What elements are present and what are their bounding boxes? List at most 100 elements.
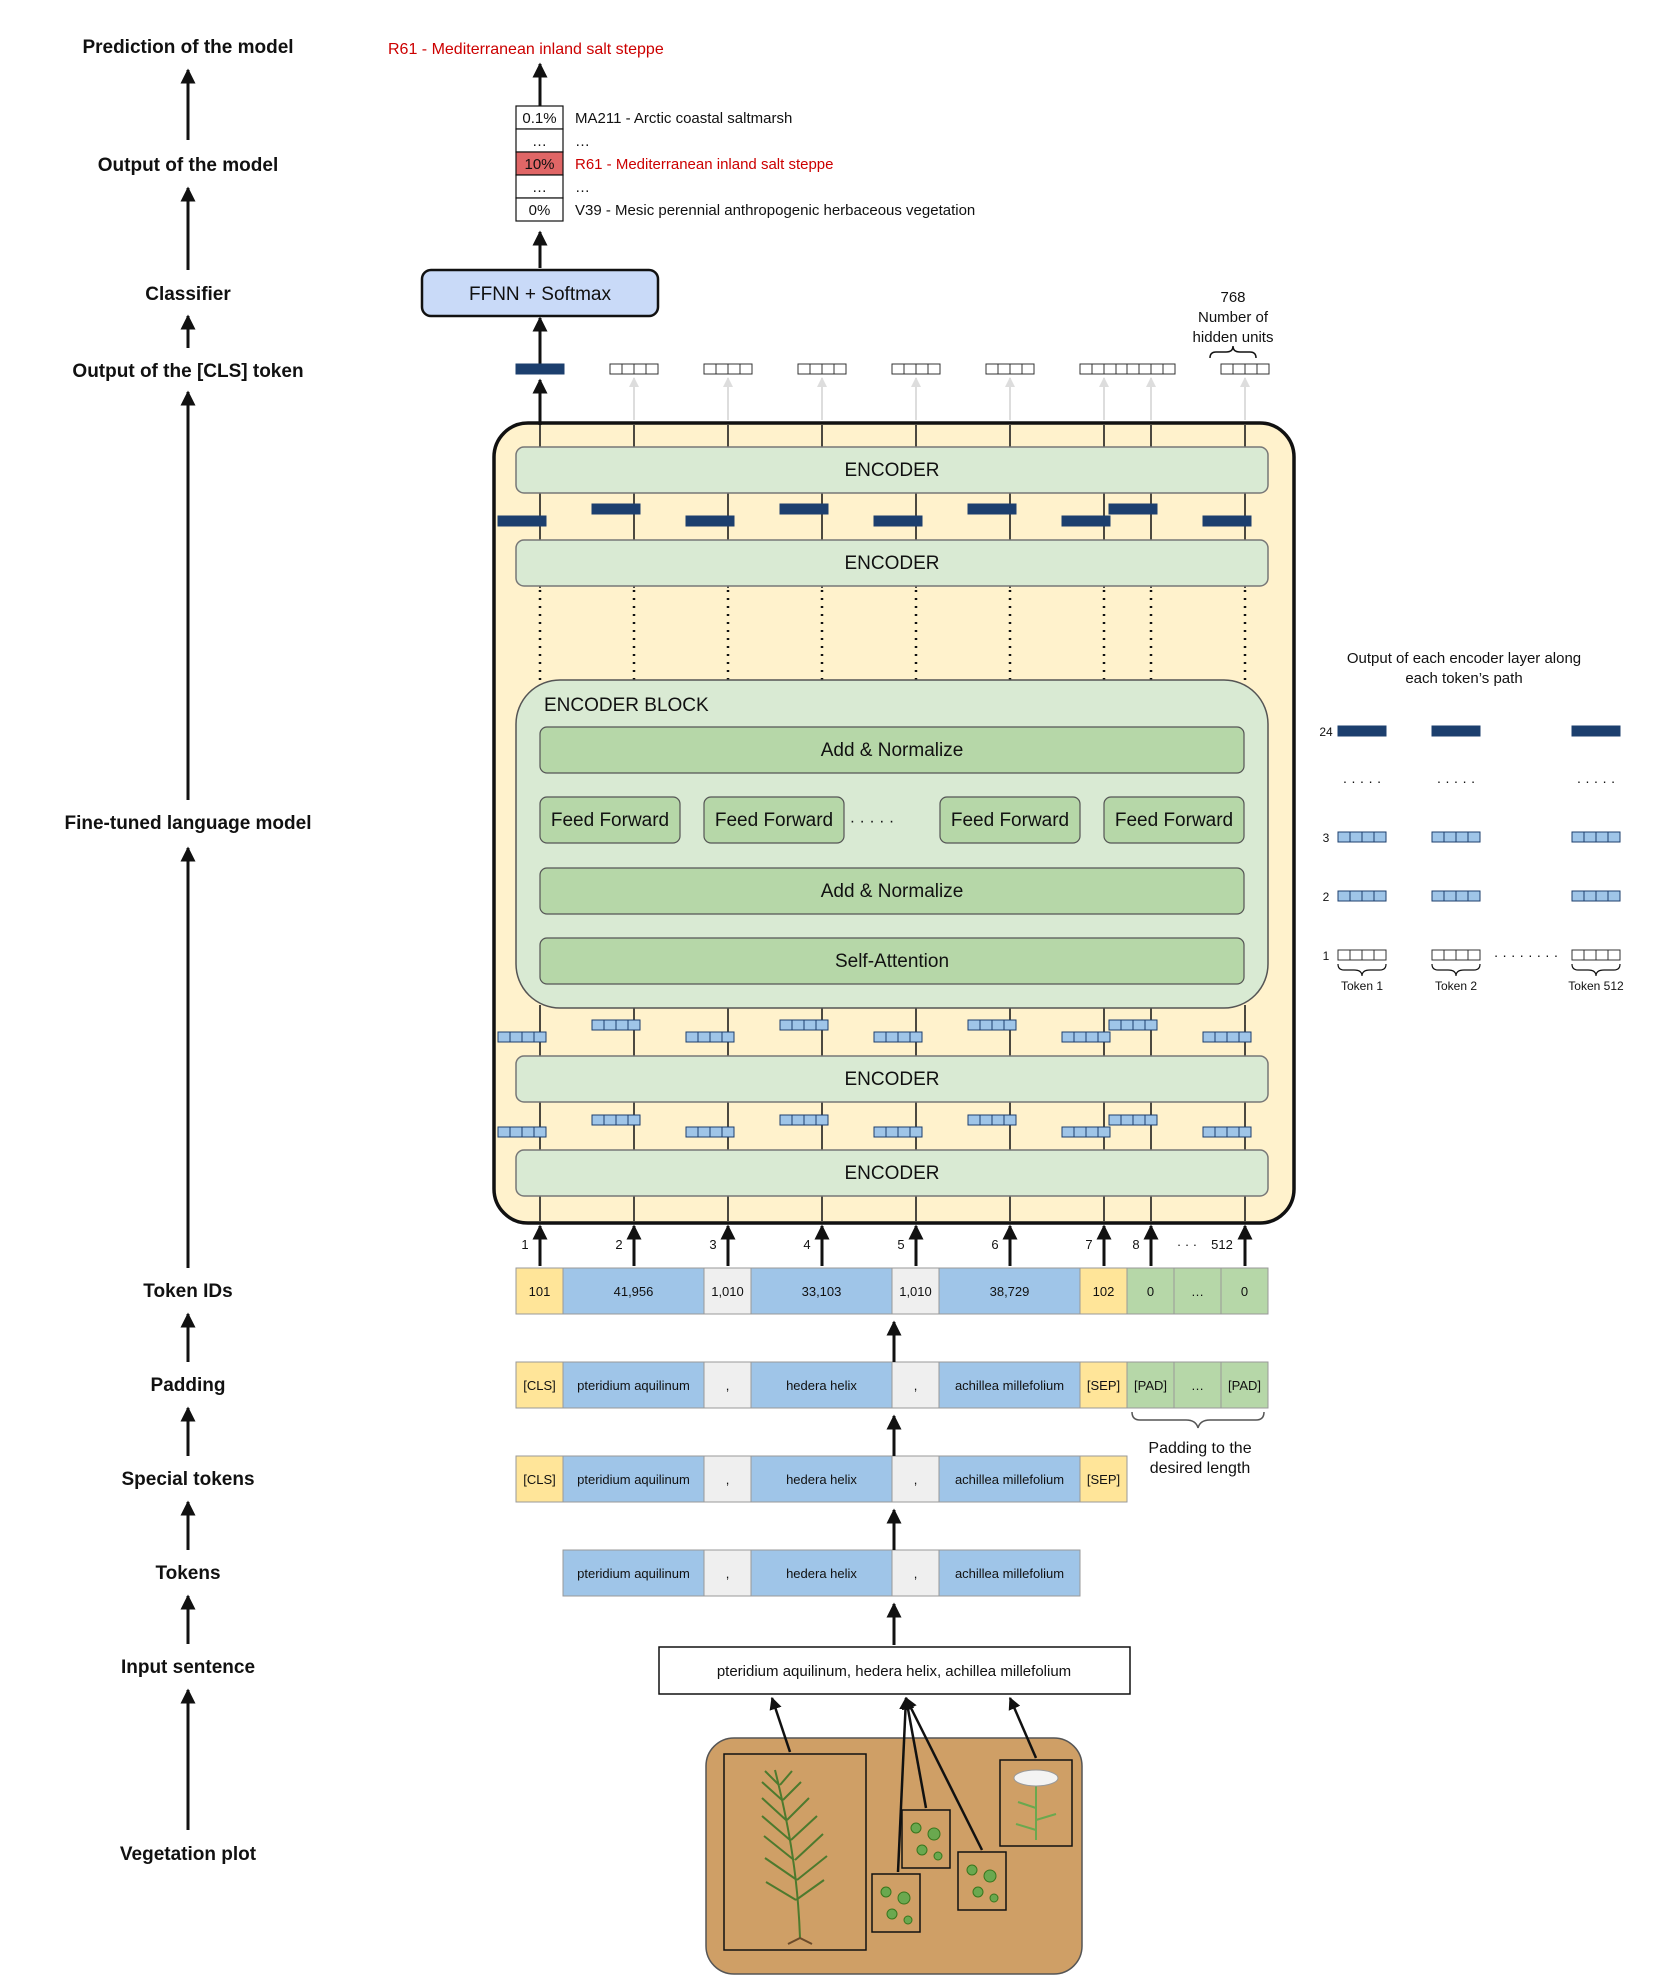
hidden-units-count: 768 xyxy=(1220,289,1245,306)
token-output-vector-cell xyxy=(1162,363,1176,375)
token-output-vector-cell xyxy=(985,363,999,375)
light-vector-cell xyxy=(627,1114,641,1126)
token-text: , xyxy=(914,1566,918,1581)
token-output-vector-cell xyxy=(1256,363,1270,375)
legend-brace xyxy=(1337,963,1387,977)
stage-label-cls-output: Output of the [CLS] token xyxy=(72,361,303,382)
special-token-cell xyxy=(891,1455,940,1503)
token-id-cell xyxy=(1126,1267,1175,1315)
legend-vector-cell xyxy=(1607,949,1621,961)
light-vector-cell xyxy=(1144,1019,1158,1031)
legend-token-label: Token 512 xyxy=(1568,979,1624,993)
dark-vector-cell xyxy=(1226,515,1240,527)
light-vector-cell xyxy=(509,1126,523,1138)
legend-vector-cell xyxy=(1337,949,1351,961)
legend-vector-cell xyxy=(1467,831,1481,843)
light-vector-cell xyxy=(885,1031,899,1043)
token-output-vector-cell xyxy=(645,363,659,375)
dark-vector-cell xyxy=(709,515,723,527)
cls-vector-cell xyxy=(515,363,529,375)
encoder-layer xyxy=(515,1055,1269,1103)
light-vector-cell xyxy=(1238,1031,1252,1043)
position-number: 7 xyxy=(1085,1237,1092,1252)
token-cell xyxy=(750,1549,893,1597)
light-vector-cell xyxy=(1226,1126,1240,1138)
light-vector-cell xyxy=(1226,1031,1240,1043)
position-number: 2 xyxy=(615,1237,622,1252)
input-sentence-box xyxy=(658,1646,1131,1695)
padded-token-cell xyxy=(515,1361,564,1409)
light-vector-cell xyxy=(685,1126,699,1138)
light-vector-cell xyxy=(521,1126,535,1138)
light-vector-cell xyxy=(697,1031,711,1043)
light-vector-cell xyxy=(909,1126,923,1138)
legend-vector-cell xyxy=(1349,949,1363,961)
token-output-vector-cell xyxy=(1232,363,1246,375)
output-class-label: … xyxy=(575,133,590,150)
light-vector-cell xyxy=(979,1019,993,1031)
position-number: 8 xyxy=(1132,1237,1139,1252)
light-vector-cell xyxy=(1073,1126,1087,1138)
token-output-vector-cell xyxy=(621,363,635,375)
light-vector-cell xyxy=(1238,1126,1252,1138)
light-vector-cell xyxy=(1132,1019,1146,1031)
position-number: 512 xyxy=(1211,1237,1233,1252)
special-token-cell xyxy=(1079,1455,1128,1503)
padded-token-cell xyxy=(891,1361,940,1409)
padded-token-cell xyxy=(1220,1361,1269,1409)
encoder-label: ENCODER xyxy=(844,460,939,481)
legend-vector-cell xyxy=(1337,831,1351,843)
add-normalize-bottom-label: Add & Normalize xyxy=(821,881,964,902)
legend-vector-cell xyxy=(1607,725,1621,737)
light-vector-cell xyxy=(591,1114,605,1126)
stage-label-padding: Padding xyxy=(151,1375,226,1396)
dark-vector-cell xyxy=(967,503,981,515)
padded-token-text: [PAD] xyxy=(1228,1378,1261,1393)
light-vector-cell xyxy=(909,1031,923,1043)
dark-vector-cell xyxy=(1073,515,1087,527)
token-id-cell xyxy=(891,1267,940,1315)
dark-vector-cell xyxy=(909,515,923,527)
light-vector-cell xyxy=(1214,1031,1228,1043)
light-vector-cell xyxy=(1097,1126,1111,1138)
token-id-text: 0 xyxy=(1241,1284,1248,1299)
token-id-text: 33,103 xyxy=(802,1284,842,1299)
legend-vector-cell xyxy=(1373,949,1387,961)
light-vector-cell xyxy=(1003,1019,1017,1031)
self-attention xyxy=(539,937,1245,985)
token-output-vector-cell xyxy=(833,363,847,375)
output-class-label: … xyxy=(575,179,590,196)
plot-arrow xyxy=(904,1696,984,1851)
token-output-vector-cell xyxy=(1220,363,1234,375)
feed-forward-1-label: Feed Forward xyxy=(551,810,669,831)
token-output-vector-cell xyxy=(1079,363,1093,375)
dark-vector-cell xyxy=(533,515,547,527)
padded-token-text: achillea millefolium xyxy=(955,1378,1064,1393)
fern-icon xyxy=(761,1769,828,1945)
light-vector-cell xyxy=(1202,1031,1216,1043)
padded-token-text: … xyxy=(1191,1378,1204,1393)
special-token-text: , xyxy=(914,1472,918,1487)
token-output-vector-cell xyxy=(809,363,823,375)
light-vector-cell xyxy=(967,1114,981,1126)
padded-token-cell xyxy=(938,1361,1081,1409)
padding-note-1: Padding to the xyxy=(1148,1440,1251,1457)
encoder-label: ENCODER xyxy=(844,553,939,574)
light-vector-cell xyxy=(873,1031,887,1043)
dark-vector-cell xyxy=(1061,515,1075,527)
token-cell xyxy=(562,1549,705,1597)
dark-vector-cell xyxy=(497,515,511,527)
token-output-vector-cell xyxy=(797,363,811,375)
ivy-frame-2 xyxy=(901,1809,951,1869)
token-output-vector-cell xyxy=(1244,363,1258,375)
dark-vector-cell xyxy=(1202,515,1216,527)
dark-vector-cell xyxy=(1085,515,1099,527)
feed-forward-3-label: Feed Forward xyxy=(951,810,1069,831)
legend-vector-cell xyxy=(1443,725,1457,737)
hidden-units-label-2: hidden units xyxy=(1193,329,1274,346)
legend-vector-cell xyxy=(1595,890,1609,902)
token-id-text: 1,010 xyxy=(711,1284,744,1299)
light-vector-cell xyxy=(509,1031,523,1043)
